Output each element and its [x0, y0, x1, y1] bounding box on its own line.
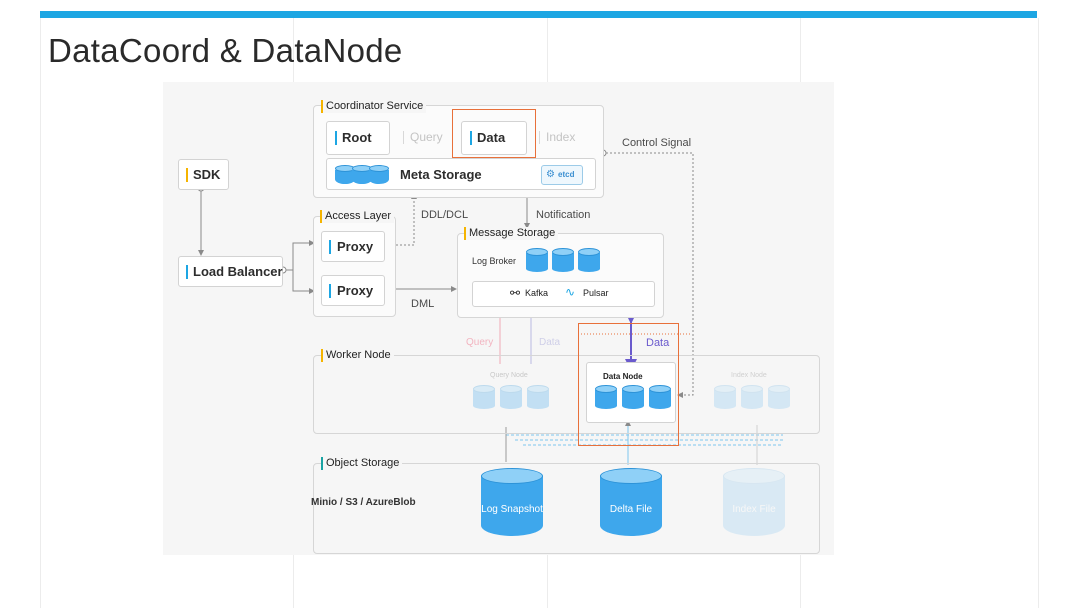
data-node-disk-icon — [649, 385, 671, 409]
data-coord-box: Data — [461, 121, 527, 155]
message-storage-title: Message Storage — [464, 227, 559, 240]
delta-file-cylinder: Delta File — [600, 468, 662, 536]
data-node-disk-icon — [595, 385, 617, 409]
data-coord-highlight — [452, 109, 536, 158]
index-node-disk-icon — [714, 385, 736, 409]
data-node-box: Data Node — [586, 362, 676, 423]
data-arrow-label: Data — [646, 337, 670, 349]
notification-label: Notification — [536, 209, 591, 221]
query-node-disk-icon — [473, 385, 495, 409]
index-file-label: Index File — [732, 504, 776, 515]
proxy-label: Proxy — [337, 239, 374, 254]
kafka-label: Kafka — [525, 288, 549, 298]
log-broker-disk-icon — [526, 248, 548, 272]
kafka-pulsar-box: ⚯ Kafka ∿ Pulsar — [472, 281, 655, 307]
query-node-disk-icon — [500, 385, 522, 409]
slide-top-bar — [40, 11, 1037, 18]
meta-storage-label: Meta Storage — [400, 167, 482, 182]
architecture-diagram: Coordinator Service Root Query Data Inde… — [163, 82, 834, 555]
query-coord-label: Query — [403, 130, 443, 145]
etcd-label: etcd — [558, 170, 575, 179]
sdk-box: SDK — [178, 159, 229, 190]
log-snapshot-cylinder: Log Snapshot — [481, 468, 543, 536]
log-broker-disk-icon — [578, 248, 600, 272]
log-broker-disk-icon — [552, 248, 574, 272]
proxy-box: Proxy — [321, 231, 385, 262]
access-layer-title: Access Layer — [320, 210, 395, 223]
index-file-cylinder: Index File — [723, 468, 785, 536]
guide-line — [1038, 18, 1039, 608]
data-node-label: Data Node — [603, 372, 643, 381]
sdk-label: SDK — [193, 167, 221, 182]
guide-line — [40, 18, 41, 608]
pulsar-label: Pulsar — [583, 288, 609, 298]
slide-title: DataCoord & DataNode — [48, 32, 403, 69]
log-broker-label: Log Broker — [472, 256, 517, 266]
index-node-disk-icon — [741, 385, 763, 409]
query-node-disk-icon — [527, 385, 549, 409]
kafka-icon: ⚯ — [510, 286, 521, 300]
data-node-disk-icon — [622, 385, 644, 409]
load-balancer-box: Load Balancer — [178, 256, 283, 287]
proxy-label: Proxy — [337, 283, 374, 298]
index-node-disk-icon — [768, 385, 790, 409]
data-arrow-faded-label: Data — [539, 337, 561, 348]
log-snapshot-label: Log Snapshot — [481, 504, 543, 515]
etcd-badge: ⚙ etcd — [541, 165, 583, 185]
data-coord-label: Data — [477, 130, 506, 145]
meta-storage-box: Meta Storage ⚙ etcd — [326, 158, 596, 190]
pulsar-icon: ∿ — [565, 285, 576, 299]
etcd-icon: ⚙ — [546, 169, 555, 180]
object-storage-group — [313, 463, 820, 554]
delta-file-label: Delta File — [609, 504, 653, 515]
worker-node-group — [313, 355, 820, 434]
index-node-label: Index Node — [731, 372, 767, 379]
worker-node-title: Worker Node — [321, 349, 394, 362]
object-storage-label: Minio / S3 / AzureBlob — [311, 497, 416, 508]
query-node-label: Query Node — [490, 372, 528, 379]
index-coord-label: Index — [539, 130, 575, 145]
root-coord-label: Root — [342, 130, 372, 145]
dml-label: DML — [411, 298, 435, 310]
data-node-highlight — [578, 323, 679, 446]
coordinator-service-title: Coordinator Service — [321, 100, 427, 113]
control-signal-label: Control Signal — [622, 137, 692, 149]
root-coord-box: Root — [326, 121, 390, 155]
ddl-dcl-label: DDL/DCL — [421, 209, 469, 221]
object-storage-title: Object Storage — [321, 457, 403, 470]
proxy-box: Proxy — [321, 275, 385, 306]
load-balancer-label: Load Balancer — [193, 264, 283, 279]
query-arrow-label: Query — [466, 337, 494, 348]
